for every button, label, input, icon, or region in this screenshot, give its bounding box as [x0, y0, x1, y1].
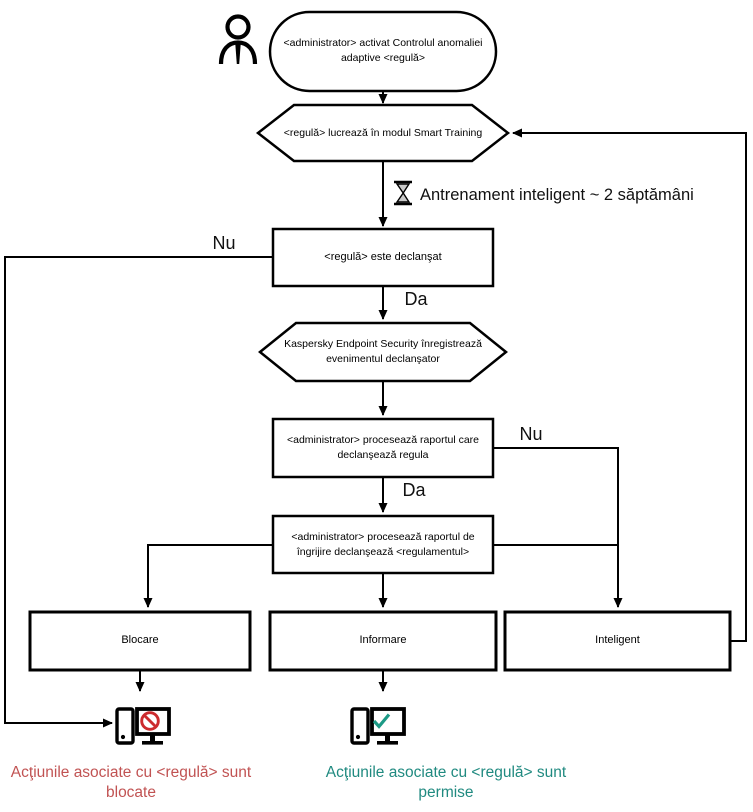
edge-label-da-1: Da	[404, 288, 428, 309]
admin-action-box	[271, 514, 495, 575]
edge-label-nu-2: Nu	[519, 423, 543, 444]
computer-allowed-icon	[350, 707, 406, 745]
training-hexagon	[255, 103, 511, 163]
smart-box	[503, 610, 732, 672]
admin-action-label: <administrator> procesează raportul de î…	[291, 530, 475, 558]
training-duration-label: Antrenament inteligent ~ 2 săptămâni	[420, 185, 694, 204]
check-icon	[372, 713, 391, 729]
hourglass-icon	[394, 180, 412, 206]
admin-report-box	[271, 417, 495, 479]
inform-label: Informare	[359, 634, 407, 647]
block-label: Blocare	[121, 634, 159, 647]
edge-label-nu-1: Nu	[212, 232, 236, 253]
edge-admin-report-nu-to-smart	[493, 447, 623, 608]
kes-registers-label: Kaspersky Endpoint Security înregistreaz…	[284, 338, 482, 365]
smart-label: Inteligent	[595, 634, 640, 647]
kes-registers-hexagon	[258, 321, 508, 383]
blocked-caption: Acţiunile asociate cu <regulă> sunt bloc…	[10, 764, 252, 801]
allowed-caption: Acţiunile asociate cu <regulă> sunt perm…	[325, 764, 567, 801]
admin-report-label: <administrator> procesează raportul care…	[286, 434, 479, 461]
shapes	[28, 10, 732, 672]
training-mode-label: <regulă> lucrează în modul Smart Trainin…	[283, 126, 483, 139]
prohibited-icon	[140, 711, 160, 731]
edge-action-to-block	[143, 544, 273, 608]
edge-smart-feedback-to-training	[512, 128, 747, 642]
inform-box	[268, 610, 498, 672]
computer-blocked-icon	[115, 707, 171, 745]
start-label: <administrator> activat Controlul anomal…	[283, 37, 483, 64]
start-terminator	[268, 10, 498, 93]
edge-label-da-2: Da	[402, 479, 426, 500]
rule-triggered-box	[271, 227, 495, 288]
edge-triggered-nu-to-blocked-pc	[4, 256, 273, 728]
person-icon	[218, 14, 258, 65]
block-box	[28, 610, 252, 672]
rule-triggered-label: <regulă> este declanşat	[324, 250, 442, 263]
connectors	[4, 92, 747, 728]
